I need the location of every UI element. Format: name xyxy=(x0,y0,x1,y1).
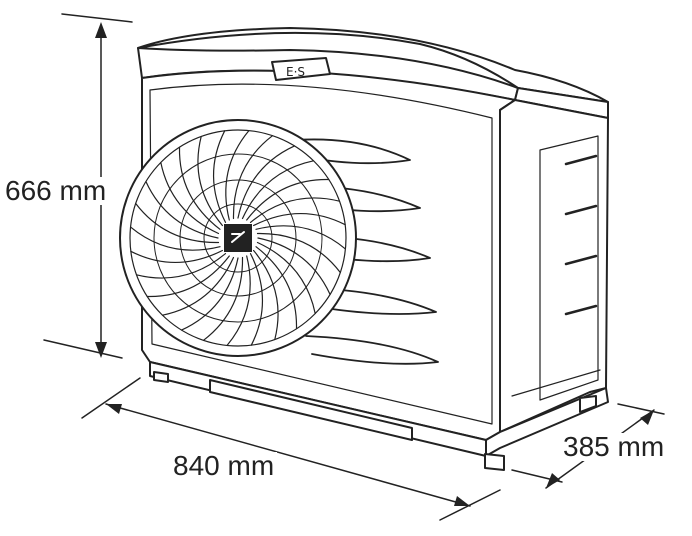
fan-blade xyxy=(212,130,227,223)
fan-blade xyxy=(253,249,279,341)
arrow-up-right-icon xyxy=(640,410,654,425)
fan-blade xyxy=(249,197,341,223)
fan-blade xyxy=(256,232,341,274)
fan-blade xyxy=(180,257,239,331)
side-vents xyxy=(564,154,598,316)
fan-blade xyxy=(246,178,330,221)
arrow-left-icon xyxy=(106,404,122,414)
fan-blade xyxy=(257,237,331,296)
arrow-down-left-icon xyxy=(546,473,560,488)
arrow-up-icon xyxy=(95,22,107,38)
fan-grille xyxy=(119,119,357,357)
fan-blade xyxy=(146,255,230,298)
fan-blade xyxy=(255,246,298,330)
fan-blade xyxy=(225,130,250,221)
fan-blade xyxy=(130,249,223,264)
fan-blade xyxy=(135,202,220,244)
width-dimension-label: 840 mm xyxy=(170,452,278,480)
fan-blade xyxy=(197,135,223,227)
arrow-down-icon xyxy=(95,342,107,358)
fan-blade xyxy=(145,180,219,239)
fan-blade xyxy=(161,256,235,316)
fan-blade xyxy=(130,226,221,251)
height-dimension-label: 666 mm xyxy=(2,177,110,205)
fan-blade xyxy=(253,212,346,227)
fan-blade xyxy=(241,160,315,220)
svg-text:E·S: E·S xyxy=(286,65,305,79)
fan-blade xyxy=(237,145,296,219)
control-panel-icon: E·S xyxy=(271,57,331,81)
fan-blade xyxy=(249,253,264,346)
fan-blade xyxy=(202,256,244,341)
fan-blade xyxy=(178,146,221,230)
fan-blade xyxy=(160,161,220,235)
fan-blade xyxy=(232,135,274,220)
depth-dimension-label: 385 mm xyxy=(560,433,668,461)
fan-blade xyxy=(226,255,251,346)
fan-blade xyxy=(135,253,227,279)
arrow-right-icon xyxy=(454,496,470,506)
fan-blade xyxy=(256,241,316,315)
width-dimension xyxy=(81,377,501,521)
fan-blade xyxy=(255,225,346,250)
